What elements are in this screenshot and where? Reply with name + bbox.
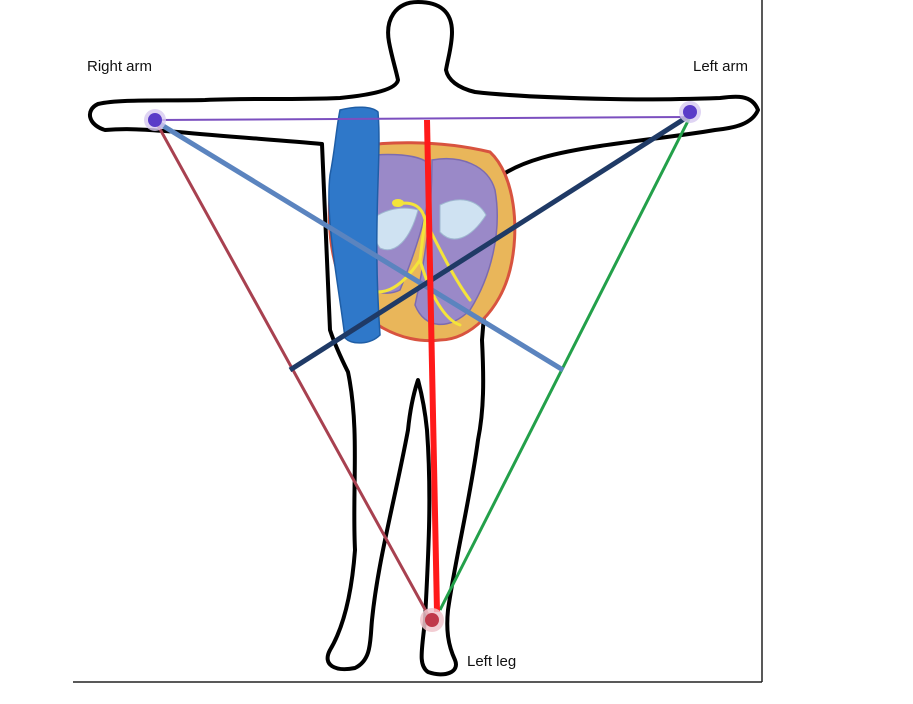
conduction-pathway	[358, 201, 472, 327]
electrode-icon	[420, 608, 444, 632]
vena-cava	[328, 106, 381, 344]
axis-line-navy	[288, 111, 694, 373]
lead-i-line	[154, 116, 691, 121]
heart-right-chamber	[414, 158, 498, 326]
lead-iii-line	[438, 116, 692, 611]
electrode-icon	[144, 109, 166, 131]
electrode-icon	[679, 101, 701, 123]
heart-valve-right	[439, 199, 487, 240]
heart-valve-left	[364, 207, 419, 251]
label-right-arm: Right arm	[87, 58, 152, 75]
label-left-arm: Left arm	[693, 58, 748, 75]
lead-ii-line	[153, 119, 434, 623]
body-outline	[88, 0, 760, 677]
axis-line-steelblue	[158, 121, 565, 373]
axis-line-red	[424, 119, 440, 613]
label-left-leg: Left leg	[467, 653, 516, 670]
av-node	[392, 199, 404, 207]
